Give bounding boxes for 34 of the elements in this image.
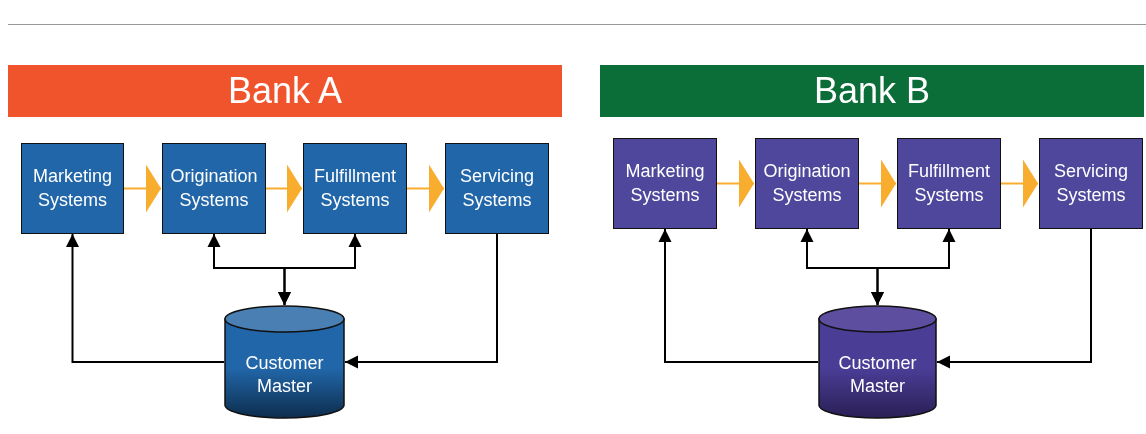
system-label: Marketing Systems: [32, 165, 113, 212]
system-label: Origination Systems: [762, 160, 852, 207]
system-box: [162, 143, 266, 234]
system-box: [1039, 138, 1143, 229]
chevron-arrow: [265, 164, 303, 213]
system-label: Marketing Systems: [624, 160, 706, 207]
connector-arrow: [344, 233, 498, 369]
connector-arrow: [936, 228, 1092, 369]
chevron-arrow: [406, 164, 445, 213]
chevron-arrow: [1000, 159, 1039, 208]
connector-arrow: [278, 233, 362, 306]
bank-title: Bank A: [227, 73, 343, 109]
chevron-arrow: [716, 159, 755, 208]
system-label: Servicing Systems: [1053, 160, 1129, 207]
chevron-arrow: [123, 164, 162, 213]
bank-banner: [600, 65, 1144, 117]
system-box: [897, 138, 1001, 229]
bank-title: Bank B: [813, 73, 931, 109]
system-label: Fulfillment Systems: [313, 165, 397, 212]
system-box: [613, 138, 717, 229]
connector-arrow: [871, 228, 956, 306]
system-label: Fulfillment Systems: [907, 160, 991, 207]
system-label: Customer Master: [244, 351, 325, 398]
system-box: [303, 143, 407, 234]
system-box: [445, 143, 549, 234]
system-label: Origination Systems: [169, 165, 259, 212]
connector-arrow: [66, 233, 225, 363]
connector-arrow: [658, 228, 819, 363]
bank-banner: [8, 65, 562, 117]
system-label: Customer Master: [837, 351, 918, 398]
system-label: Servicing Systems: [459, 165, 535, 212]
system-box: [755, 138, 859, 229]
system-box: [21, 143, 124, 234]
chevron-arrow: [858, 159, 897, 208]
